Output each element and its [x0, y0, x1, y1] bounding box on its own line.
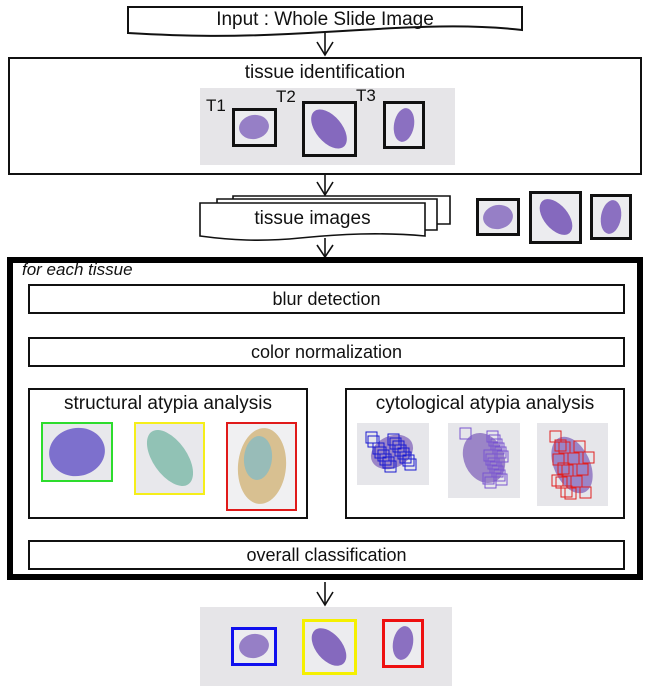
- cytological-patch: [484, 476, 497, 489]
- cytological-patch: [374, 446, 387, 459]
- cytological-patch: [582, 451, 595, 464]
- blur-detection-label: blur detection: [272, 289, 381, 309]
- cytological-patch: [389, 437, 402, 450]
- arrow-1: [316, 33, 334, 57]
- tissue-images-node: tissue images: [200, 203, 425, 236]
- cytological-patch: [367, 435, 380, 448]
- cytological-patch: [387, 433, 400, 446]
- output-tissue-1: [239, 633, 269, 659]
- cytological-patch: [576, 463, 589, 476]
- wsi-tissue-1: [239, 114, 269, 140]
- cytological-patch: [492, 442, 505, 455]
- structural-tissue-3b: [243, 436, 273, 480]
- color-normalization-node: color normalization: [28, 337, 625, 367]
- structural-tissue-2: [146, 430, 194, 486]
- cytological-patch: [557, 462, 570, 475]
- wsi-tissue-2: [311, 109, 347, 149]
- tile-tissue-2: [539, 199, 573, 235]
- tissue-tag-t2: T2: [276, 87, 296, 106]
- blur-detection-node: blur detection: [28, 284, 625, 314]
- color-normalization-label: color normalization: [250, 342, 403, 362]
- cytological-patch: [573, 440, 586, 453]
- cytological-patch: [487, 457, 500, 470]
- cytological-patch: [489, 461, 502, 474]
- cytological-patch: [579, 486, 592, 499]
- cytological-patch: [567, 452, 580, 465]
- cytological-patch: [564, 487, 577, 500]
- output-tissue-3: [392, 626, 414, 660]
- tissue-box-t2: [302, 101, 357, 157]
- cytological-patch: [554, 439, 567, 452]
- cytological-patch: [459, 427, 472, 440]
- tissue-identification-title: tissue identification: [244, 62, 406, 83]
- tissue-images-label: tissue images: [254, 208, 371, 229]
- cytological-patch: [551, 474, 564, 487]
- input-node: Input : Whole Slide Image: [128, 7, 522, 33]
- tissue-tag-t1: T1: [206, 96, 226, 115]
- loop-title: for each tissue: [22, 260, 133, 279]
- overall-classification-label: overall classification: [246, 545, 407, 565]
- overall-classification-node: overall classification: [28, 540, 625, 570]
- cytological-patch: [561, 464, 574, 477]
- cytological-patch: [570, 475, 583, 488]
- tile-tissue-1: [483, 204, 513, 230]
- cytological-patch: [486, 430, 499, 443]
- output-tissue-2: [311, 628, 347, 666]
- structural-tissue-1: [49, 427, 105, 477]
- cytological-patch: [488, 434, 501, 447]
- tissue-images-stack: [199, 195, 451, 241]
- cytological-patch: [365, 431, 378, 444]
- cytological-atypia-title: cytological atypia analysis: [375, 393, 595, 414]
- structural-atypia-title: structural atypia analysis: [63, 393, 273, 414]
- tile-tissue-3: [600, 200, 622, 234]
- cytological-patch: [485, 453, 498, 466]
- cytological-patch: [483, 449, 496, 462]
- cytological-patch: [560, 485, 573, 498]
- cytological-patch: [558, 441, 571, 454]
- arrow-2: [316, 175, 334, 197]
- tissue-tag-t3: T3: [356, 86, 376, 105]
- wsi-tissue-3: [393, 108, 415, 142]
- cytological-patch: [482, 472, 495, 485]
- cytological-patch: [490, 438, 503, 451]
- input-box-shape: [127, 6, 523, 37]
- cytological-patch: [491, 465, 504, 478]
- arrow-7: [316, 582, 334, 607]
- input-label: Input : Whole Slide Image: [216, 9, 434, 30]
